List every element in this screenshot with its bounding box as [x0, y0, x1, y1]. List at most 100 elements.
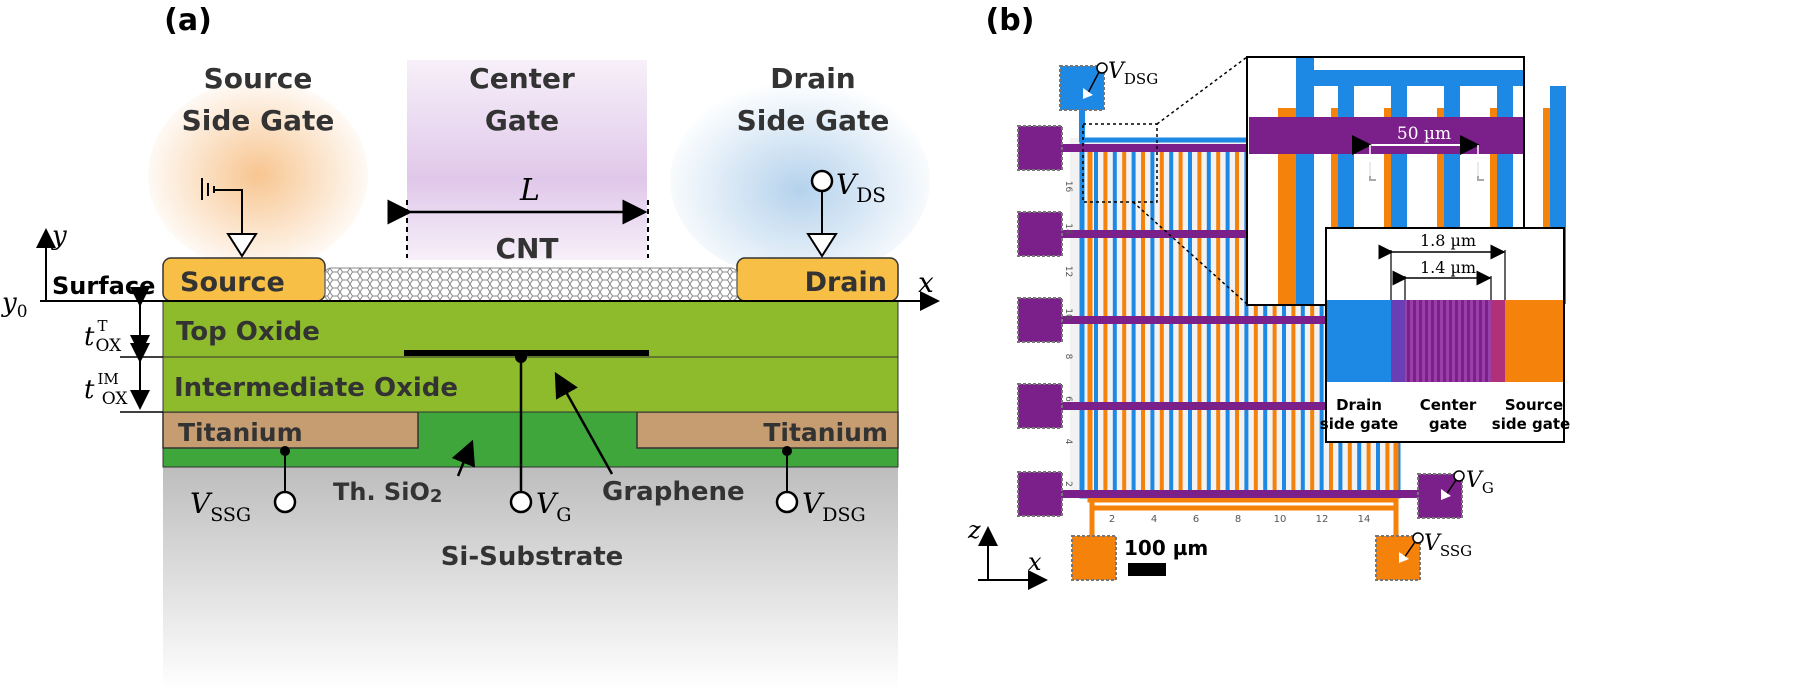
vdsg-pad-terminal-icon: [1096, 62, 1108, 74]
thermal-sio2-label: Th. SiO2: [333, 478, 442, 507]
graphene-arrow: [554, 371, 614, 475]
x-axis-b-label: x: [1028, 548, 1042, 576]
vdsg-pad-label: VDSG: [1108, 59, 1158, 88]
inset-source-finger: [1278, 108, 1296, 304]
surface-label: Surface: [52, 272, 155, 300]
left-tick-label: 2: [1063, 481, 1073, 487]
left-tick-label: 10: [1063, 308, 1073, 320]
vg-label: VG: [536, 487, 571, 526]
inset-pitch-label: 50 µm: [1397, 124, 1451, 144]
graphene-contact-dot: [515, 351, 527, 363]
center-gate-bar: [1040, 316, 1396, 324]
y-axis-label: y: [51, 221, 67, 251]
center-gate-pad: [1017, 125, 1063, 171]
substrate-label: Si-Substrate: [441, 542, 624, 572]
inset-blue-bus: [1296, 58, 1314, 304]
panel-b-label: (b): [986, 3, 1035, 38]
vssg-pad-label: VSSG: [1424, 531, 1472, 560]
center-gate-bar: [1040, 490, 1396, 498]
scale-bar-label: 100 µm: [1124, 536, 1208, 560]
panel-b: (b) 2 4 6 8 10 12 14 16 2 4 6 8 10 12 14 VDSG VG: [967, 3, 1570, 590]
vssg-terminal-icon: [273, 490, 297, 514]
bottom-tick-label: 2: [1109, 514, 1115, 525]
bottom-tick-label: 14: [1358, 514, 1371, 525]
source-side-gate-label-2: Side Gate: [182, 104, 335, 137]
drain-label: Drain: [805, 267, 887, 298]
center-gate-bar: [1040, 402, 1396, 410]
vds-label: VDS: [836, 168, 886, 207]
vg-pad-probe-icon: [1441, 489, 1451, 500]
inset-gap: 1.8 µm 1.4 µm Drain side gate Center gat…: [1320, 227, 1570, 443]
bottom-tick-label: 12: [1316, 514, 1329, 525]
inset-center-label-1: Center: [1420, 396, 1477, 414]
panel-a: (a) Source Side Gate Center Gate Drain S…: [1, 3, 940, 689]
left-tick-label: 6: [1063, 396, 1073, 402]
vdsg-pad-probe-icon: [1083, 88, 1093, 99]
left-tick-label: 14: [1063, 223, 1073, 235]
center-gate-bars: [1040, 144, 1396, 498]
zoom-line-top: [1156, 56, 1248, 125]
vssg-pad-probe-icon: [1399, 552, 1409, 563]
left-pads: [1017, 125, 1063, 517]
zoom-region: [1082, 123, 1158, 203]
vdsg-dot: [782, 446, 792, 456]
vg-pad-label: VG: [1466, 468, 1494, 497]
graphene-label: Graphene: [602, 477, 745, 507]
vdsg-pad: [1059, 65, 1105, 111]
center-gate-pad: [1017, 383, 1063, 429]
titanium-right-label: Titanium: [763, 418, 888, 447]
orange-pad-left: [1071, 535, 1117, 581]
drain-probe-icon: [806, 233, 838, 258]
cnt-tube: [324, 267, 738, 302]
titanium-left: [162, 411, 419, 449]
center-gate-pad: [1017, 297, 1063, 343]
thermal-sio2-arrow: [451, 439, 475, 477]
center-gate-label-2: Gate: [485, 104, 559, 137]
inset-center-label-2: gate: [1429, 415, 1467, 433]
inset-gap-outer-label: 1.8 µm: [1420, 231, 1476, 250]
left-tick-label: 12: [1063, 266, 1073, 277]
left-tick-label: 4: [1063, 439, 1073, 445]
inset-gap-inner-label: 1.4 µm: [1420, 258, 1476, 277]
vssg-pad: [1375, 535, 1421, 581]
inset-drain-label-2: side gate: [1320, 415, 1398, 433]
vdsg-pad-wire: [1087, 71, 1100, 94]
top-oxide-label: Top Oxide: [176, 317, 320, 347]
source-probe-icon: [226, 233, 258, 258]
top-oxide-layer: [162, 300, 899, 358]
center-gate-pad: [1017, 471, 1063, 517]
vdsg-terminal-icon: [775, 490, 799, 514]
inset-source-label-2: side gate: [1492, 415, 1570, 433]
vssg-dot: [280, 446, 290, 456]
drain-side-gate-label-1: Drain: [770, 62, 855, 95]
source-label: Source: [180, 267, 285, 298]
center-gate-pad: [1017, 211, 1063, 257]
inset-blue-bus-h: [1314, 70, 1523, 86]
intermediate-oxide-label: Intermediate Oxide: [174, 373, 458, 403]
vds-terminal-icon: [810, 169, 834, 193]
left-tick-label: 16: [1063, 181, 1073, 193]
left-tick-label: 8: [1063, 354, 1073, 360]
drain-gate-glow: [670, 80, 930, 280]
vg-pad-terminal-icon: [1453, 470, 1465, 482]
length-label: L: [519, 173, 540, 208]
z-axis-label: z: [967, 516, 981, 544]
inset-source-label-1: Source: [1505, 396, 1563, 414]
vssg-pad-wire: [1403, 541, 1416, 559]
center-gate-glow: [407, 60, 647, 260]
vssg-pad-terminal-icon: [1412, 532, 1424, 544]
panel-a-label: (a): [164, 3, 212, 38]
left-ticks: 2 4 6 8 10 12 14 16: [1063, 181, 1073, 487]
intermediate-oxide-layer: [162, 356, 899, 413]
source-side-gate-label-1: Source: [204, 62, 313, 95]
vg-pad-wire: [1445, 479, 1457, 496]
ground-icon: [201, 178, 243, 234]
y0-label: y0: [1, 288, 28, 322]
inset-drain-label-1: Drain: [1336, 396, 1382, 414]
scale-bar: [1128, 563, 1166, 576]
center-gate-bar: [1040, 144, 1396, 152]
